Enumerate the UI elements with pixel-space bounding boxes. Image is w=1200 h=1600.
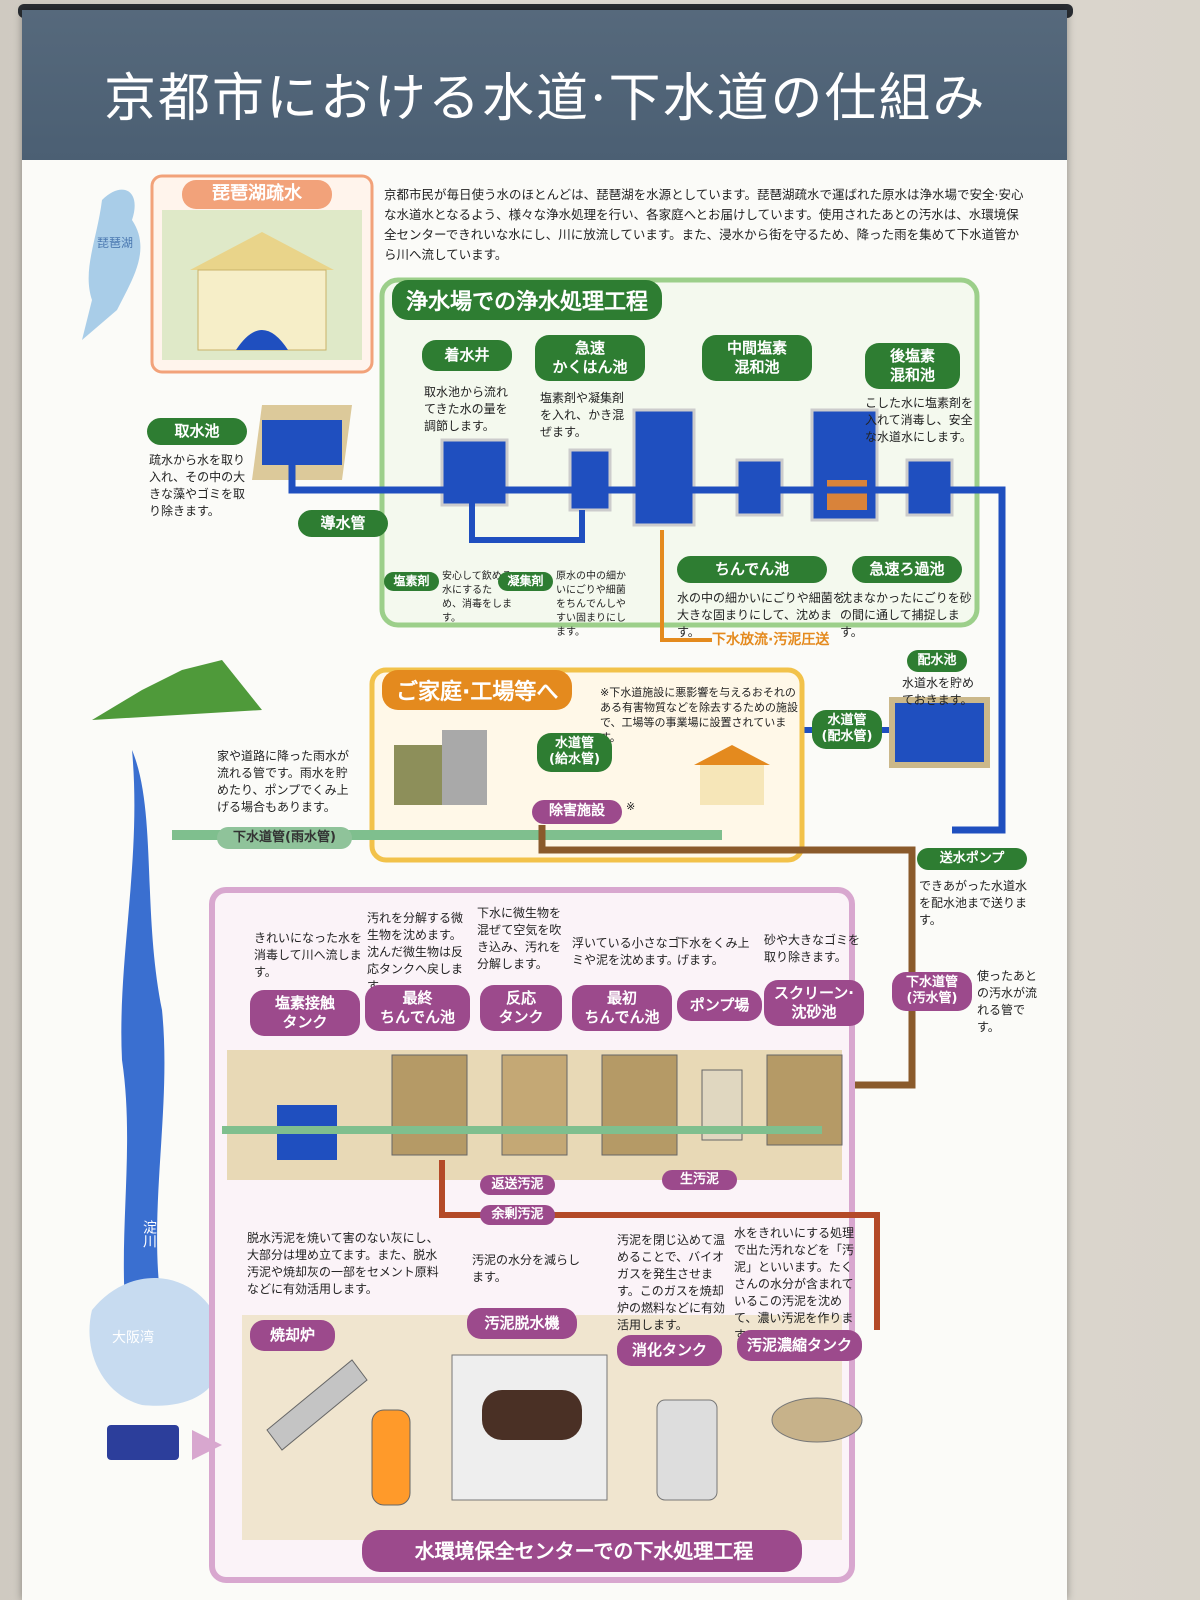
- sewage-step-primary-clarifier: 最初 ちんでん池: [572, 985, 672, 1031]
- incinerator-furnace: [371, 1409, 411, 1506]
- step-rapid-mix-desc: 塩素剤や凝集剤を入れ、かき混ぜます。: [540, 391, 625, 439]
- osaka-bay-shape: [89, 1277, 224, 1406]
- poster: 京都市における水道·下水道の仕組み: [22, 10, 1067, 1600]
- rain-pipe-label: 下水道管(雨水管): [217, 827, 352, 850]
- house-body: [700, 765, 764, 805]
- sewage-step-screen: スクリーン· 沈砂池: [764, 980, 864, 1026]
- thickener-tank: [771, 1397, 863, 1443]
- sewer-pipe-label: 下水道管 (汚水管): [892, 972, 972, 1011]
- sewage-step-5-desc: 下水をくみ上げます。: [677, 936, 750, 967]
- intake-desc: 疏水から水を取り入れ、その中の大きな藻やゴミを取り除きます。: [149, 453, 246, 518]
- pump-desc: できあがった水道水を配水池まで送ります。: [919, 879, 1028, 927]
- discharge-label: 下水放流·汚泥圧送: [712, 632, 830, 648]
- primary-clarifier: [601, 1054, 678, 1156]
- sludge-step-digestion: 消化タンク: [617, 1335, 722, 1366]
- sludge-step-incinerator: 焼却炉: [250, 1320, 335, 1351]
- sludge-step-4-desc: 水をきれいにする処理で出た汚れなどを「汚泥」といいます。たくさんの水分が含まれて…: [734, 1226, 855, 1342]
- purification-title: 浄水場での浄水処理工程: [392, 280, 663, 320]
- digestion-tank: [656, 1399, 718, 1501]
- sewage-step-4-desc: 浮いている小さなゴミや泥を沈めます。: [572, 936, 680, 967]
- lake-label: 琵琶湖: [97, 236, 134, 250]
- intake-water: [262, 420, 342, 465]
- canal-title: 琵琶湖疏水: [182, 180, 332, 209]
- reservoir-label: 配水池: [907, 650, 967, 673]
- diagram-graphics: [82, 174, 1006, 1583]
- sludge-step-1-desc: 脱水汚泥を焼いて害のない灰にし、大部分は埋め立てます。また、脱水汚泥や焼却灰の一…: [247, 1231, 439, 1296]
- sewage-pipe: [538, 825, 916, 1089]
- sewage-title-band: [362, 1530, 802, 1572]
- bay-label: 大阪湾: [112, 1330, 154, 1346]
- legend-chlorine-desc: 安心して飲める水にするため、消毒をします。: [442, 571, 512, 624]
- sewage-step-1-desc: きれいになった水を消毒して川へ流します。: [254, 931, 363, 979]
- legend-coagulant-desc: 原水の中の細かいにごりや細菌をちんでんしやすい固まりにします。: [556, 571, 626, 638]
- step-sedimentation-desc: 水の中の細かいにごりや細菌を大きな固まりにして、沈めます。: [677, 591, 845, 639]
- homes-note: ※下水道施設に悪影響を与えるおそれのある有害物質などを除去するための施設で、工場…: [600, 686, 798, 744]
- sewage-step-2-desc: 汚れを分解する微生物を沈めます。沈んだ微生物は反応タンクへ戻します。: [367, 911, 464, 993]
- sewage-step-reaction: 反応 タンク: [480, 985, 562, 1031]
- rain-pipe-desc: 家や道路に降った雨水が流れる管です。雨水を貯めたり、ポンプでくみ上げる場合もあり…: [217, 749, 350, 814]
- sewage-step-pump: ポンプ場: [677, 990, 762, 1021]
- water-pipe-main: [288, 460, 1006, 834]
- sludge-pipe: [439, 1160, 880, 1330]
- canal-roof: [190, 232, 334, 270]
- dewatering-drum: [482, 1390, 582, 1440]
- sludge-step-dewatering: 汚泥脱水機: [467, 1308, 577, 1339]
- step-rapid-filter: 急速ろ過池: [852, 556, 962, 583]
- step-post-chlorine: 後塩素 混和池: [865, 343, 960, 389]
- step-sedimentation: ちんでん池: [677, 556, 827, 583]
- poster-title: 京都市における水道·下水道の仕組み: [104, 69, 987, 129]
- step-rapid-mix: 急速 かくはん池: [535, 335, 645, 381]
- factory-building: [394, 745, 449, 805]
- truck-arrow: [192, 1430, 222, 1460]
- poster-header: 京都市における水道·下水道の仕組み: [22, 10, 1067, 160]
- reaction-tank: [501, 1054, 568, 1156]
- sewage-step-final-clarifier: 最終 ちんでん池: [365, 985, 470, 1031]
- step-receiving-well: 着水井: [422, 340, 512, 371]
- river-yodo-shape: [121, 750, 165, 1360]
- sewage-step-chlorine-contact: 塩素接触 タンク: [250, 990, 360, 1036]
- sludge-step-2-desc: 汚泥の水分を減らします。: [472, 1253, 581, 1284]
- legend-chlorine: 塩素剤: [384, 572, 439, 591]
- supply-pipe-label: 水道管 (給水管): [537, 733, 612, 772]
- intake-label: 取水池: [147, 418, 247, 445]
- truck-shape: [107, 1425, 179, 1460]
- sewage-title: 水環境保全センターでの下水処理工程: [414, 1539, 754, 1563]
- water-pipe-loop: [469, 500, 585, 543]
- step-post-chlorine-desc: こした水に塩素剤を入れて消毒し、安全な水道水にします。: [865, 396, 974, 444]
- pump-label: 送水ポンプ: [917, 848, 1027, 871]
- sewage-step-3-desc: 下水に微生物を混ぜて空気を吹き込み、汚れを分解します。: [477, 906, 562, 971]
- excess-sludge-label: 余剰汚泥: [480, 1205, 555, 1226]
- river-label: 淀川: [141, 1220, 157, 1248]
- intro-text: 京都市民が毎日使う水のほとんどは、琵琶湖を水源としています。琵琶湖疏水で運ばれた…: [384, 187, 1024, 262]
- rapid-mix-tank: [568, 448, 612, 512]
- facility-label: 除害施設: [532, 800, 622, 824]
- raw-sludge-label: 生汚泥: [662, 1170, 737, 1191]
- canal-water: [236, 330, 288, 350]
- conduit-label: 導水管: [298, 510, 388, 537]
- reservoir-tank: [889, 697, 990, 768]
- mountain-shape: [92, 660, 262, 720]
- final-clarifier: [391, 1054, 468, 1156]
- facility-mark: ※: [626, 800, 636, 813]
- distribution-main-label: 水道管 (配水管): [812, 710, 882, 749]
- step-mid-chlorine: 中間塩素 混和池: [702, 335, 812, 381]
- filter-sand: [827, 480, 867, 510]
- receiving-well: [440, 438, 509, 507]
- sludge-step-thickener: 汚泥濃縮タンク: [737, 1330, 862, 1361]
- sludge-step-3-desc: 汚泥を閉じ込めて温めることで、バイオガスを発生させます。このガスを焼却炉の燃料な…: [617, 1233, 726, 1332]
- homes-title: ご家庭·工場等へ: [382, 670, 573, 710]
- legend-coagulant: 凝集剤: [498, 572, 553, 591]
- incinerator-conveyor: [266, 1359, 368, 1451]
- return-sludge-label: 返送汚泥: [480, 1175, 555, 1196]
- step-rapid-filter-desc: 沈まなかったにごりを砂の間に通して捕捉します。: [840, 591, 972, 639]
- sewer-pipe-desc: 使ったあとの汚水が流れる管です。: [977, 969, 1038, 1034]
- step-receiving-well-desc: 取水池から流れてきた水の量を調節します。: [424, 385, 509, 433]
- reservoir-desc: 水道水を貯めておきます。: [902, 676, 975, 707]
- lake-biwa-shape: [82, 189, 141, 340]
- office-building: [442, 730, 487, 805]
- sewage-step-6-desc: 砂や大きなゴミを取り除きます。: [764, 933, 861, 964]
- discharge-arrow: [660, 530, 712, 642]
- house-roof: [694, 745, 770, 765]
- sedimentation-basin: [632, 408, 696, 527]
